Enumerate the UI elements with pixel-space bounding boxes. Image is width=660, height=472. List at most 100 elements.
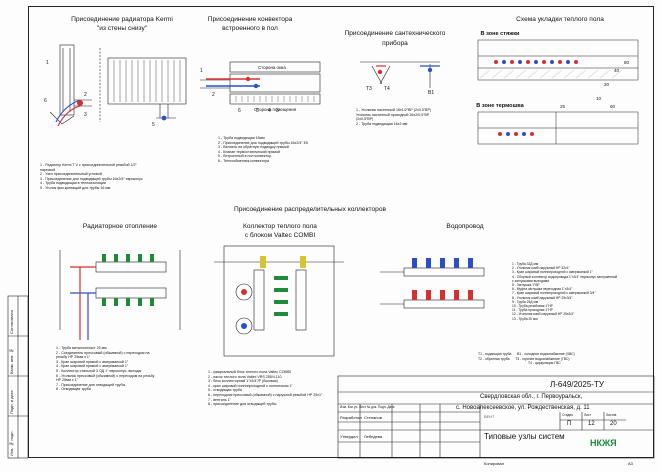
svg-text:6: 6 bbox=[44, 98, 47, 104]
water-key: Т1 - подающая труба bbox=[478, 352, 512, 356]
title-plumbing: Присоединение сантехнического bbox=[344, 30, 446, 37]
radiator-collector-drawing bbox=[59, 250, 181, 330]
dim-60: 60 bbox=[610, 104, 616, 109]
stamp-brand-logo: НКЖЯ bbox=[590, 438, 617, 448]
legend-floor-item: 6 - переходник прессовый (обжимной) с на… bbox=[208, 392, 323, 397]
floor-scheme-drawing bbox=[477, 39, 639, 145]
stamp-col: Подп. bbox=[378, 405, 387, 409]
stamp-address-line2: с. Новоалексеевское, ул. Рождественская,… bbox=[456, 405, 590, 411]
legend-radiator-item: 1 - Труба металлопласт 25 мм bbox=[56, 346, 107, 350]
stamp-col: № док. bbox=[366, 405, 378, 409]
legend-water-item: 9 - Труба 25Д мм bbox=[512, 299, 538, 304]
floor-dim-values: 10 20 40 80 60 25 bbox=[560, 60, 630, 109]
svg-text:5: 5 bbox=[256, 108, 259, 114]
legend-radiator-item: 2 - Соединитель прессовый (обжимной) с п… bbox=[56, 350, 150, 355]
title-main-zone: В зоне стяжки bbox=[480, 31, 520, 37]
title-water-supply: Водопровод bbox=[446, 223, 484, 230]
stamp-sheets-head: Листов bbox=[606, 413, 617, 417]
dim-20: 20 bbox=[604, 82, 610, 87]
legend-radiator-item: 8 - Отводящая труба bbox=[56, 387, 91, 392]
legend-convector-item: 4 - Клапан термостатический прямой bbox=[218, 149, 280, 154]
stamp-col: Изм. bbox=[340, 405, 347, 409]
sidebar-sign-date: Подп. и дата bbox=[9, 390, 14, 414]
water-collector-valves bbox=[412, 258, 473, 300]
legend-convector-item: 3 - Вентиль на обратную подводку прямой bbox=[218, 145, 289, 150]
stamp-document-code: Л-649/2025-ТУ bbox=[550, 380, 604, 389]
svg-text:5: 5 bbox=[152, 122, 155, 128]
legend-convector: 1 - Труба подводящая 16мм 2 - Присоедине… bbox=[218, 136, 308, 164]
legend-water-item: 1 - Труба 32Д мм bbox=[512, 262, 538, 266]
svg-text:3: 3 bbox=[276, 108, 279, 114]
legend-water-item: 13 - Труба 20 мм bbox=[512, 316, 538, 321]
legend-plumbing-item: Угольник настенный проходной 16х2/0.5"ВР bbox=[356, 112, 430, 117]
legend-floor-item: 5 - отводящая труба bbox=[208, 388, 242, 393]
stamp-col: Дата bbox=[387, 405, 395, 409]
svg-text:2: 2 bbox=[212, 92, 215, 98]
legend-kermi-item: 2 - Узел присоединительный угловой bbox=[40, 172, 102, 177]
legend-floor-item: 8 - присоединение для отводящей трубы bbox=[208, 402, 277, 407]
legend-radiator-item: НР 25мм х 1" bbox=[56, 378, 78, 383]
stamp-sheet-head: Лист bbox=[584, 413, 591, 417]
legend-kermi-item: 3 - Присоединение для подводящей трубы 1… bbox=[40, 176, 143, 181]
legend-water-item: 12 - Угольник комб.наружный НР 25х3/4" bbox=[512, 312, 575, 317]
stamp-developer-role: Разработал bbox=[340, 415, 362, 420]
water-key-row: Т4 - циркуляция ГВС bbox=[478, 361, 575, 366]
legend-floor-item: 4 - кран шаровой полнопроходной с полнот… bbox=[208, 383, 293, 388]
legend-radiator-item: 3 - Кран шаровой прямой с американкой 1" bbox=[56, 359, 129, 364]
legend-water-item: с заглушками выходами bbox=[512, 278, 549, 283]
stamp-developer-name: Степанов bbox=[364, 415, 382, 420]
legend-radiator-item: 6 - Угольник прессовый (обжимной) с пере… bbox=[56, 373, 155, 378]
legend-kermi-item: 5 - Уголок фик.крепящий для трубы 16 мм bbox=[40, 185, 111, 190]
floor-collector-components bbox=[241, 256, 306, 329]
stamp-columns: Изм. Кол.уч. Лист № док. Подп. Дата bbox=[340, 405, 394, 409]
legend-floor-item: 7 - вентиль 1" bbox=[208, 397, 231, 402]
label-t3: Т3 bbox=[366, 86, 372, 92]
kermi-pipes bbox=[55, 99, 167, 127]
legend-water-item: 11 - Труба проходная 1"НР bbox=[512, 308, 553, 313]
legend-water-keys: Т1 - подающая труба В1 - холодное водосн… bbox=[478, 352, 575, 366]
legend-water-item: 3 - Кран шаровый полнопроходной с америк… bbox=[512, 270, 593, 275]
legend-plumbing-item: 1 - Угольник настенный 16х1/2"ВР (2х0.5"… bbox=[356, 108, 432, 112]
stamp-sheets-total: 20 bbox=[610, 421, 617, 427]
radiator-collector-valves bbox=[102, 254, 154, 306]
legend-radiator-item: 4 - Кран шаровой прямой с американкой 1" bbox=[56, 364, 129, 369]
kermi-radiator-drawing bbox=[49, 44, 187, 125]
legend-convector-item: 6 - Теплообменник конвектора bbox=[218, 158, 269, 163]
water-key: Т2 - обратная труба bbox=[478, 356, 510, 361]
water-collector-drawing bbox=[380, 267, 485, 309]
label-room-side: Сторона помещения bbox=[254, 107, 297, 112]
legend-water-item: 5 - Заглушка 1"ВР bbox=[512, 283, 540, 288]
sidebar-strips bbox=[7, 295, 29, 459]
legend-water-item: 6 - Муфта заглушка переходная 1"х3/4" bbox=[512, 287, 573, 292]
svg-text:3: 3 bbox=[84, 112, 87, 118]
legend-kermi-item: 1 - Радиатор Kermi T V с присоединительн… bbox=[40, 163, 137, 167]
subtitle-floor-collector: с блоком Valtec COMBI bbox=[244, 232, 316, 239]
legend-water-item: 10 - Труба резьбовая 1"НР bbox=[512, 304, 553, 309]
legend-floor-item: 2 - насос теплого пола Valtec VRS.255/4.… bbox=[208, 374, 282, 379]
label-v1: В1 bbox=[428, 90, 435, 96]
subtitle-radiator-kermi: "из стены снизу" bbox=[96, 25, 148, 32]
legend-floor-item: 1 - (квартальный блок теплого пола Valte… bbox=[208, 370, 291, 374]
title-thermo-zone: В зоне термошва bbox=[476, 103, 524, 109]
dim-10: 10 bbox=[596, 96, 602, 101]
legend-radiator: 1 - Труба металлопласт 25 мм 2 - Соедини… bbox=[56, 346, 154, 392]
legend-water-item: 8 - Угольник комб.наружный НР 25х3/4" bbox=[512, 295, 573, 300]
stamp-approver-name: Лебедева bbox=[364, 434, 383, 439]
floor-collector-drawing bbox=[214, 245, 344, 357]
title-floor-collector: Коллектор теплого пола bbox=[243, 223, 317, 230]
drawing-frame bbox=[28, 6, 654, 458]
stamp-copied: Копировал bbox=[484, 461, 505, 466]
legend-plumbing-item: (2х0.5"ВР) bbox=[356, 117, 374, 122]
legend-water: 1 - Труба 32Д мм 2 - Угольник комб.наруж… bbox=[512, 262, 617, 321]
title-block-grid bbox=[337, 375, 655, 459]
legend-plumbing-item: 2 - Труба подводящая 16х2 мм bbox=[356, 121, 408, 126]
legend-convector-item: 2 - Присоединение для подводящей трубы 1… bbox=[218, 140, 309, 145]
legend-kermi: 1 - Радиатор Kermi T V с присоединительн… bbox=[40, 163, 143, 191]
stamp-format: А3 bbox=[628, 461, 633, 466]
stamp-address-line1: Свердловская обл., г. Первоуральск, bbox=[480, 394, 583, 400]
subtitle-plumbing: прибора bbox=[382, 40, 408, 47]
title-radiator-kermi: Присоединение радиатора Kermi bbox=[71, 16, 173, 23]
sidebar-inv-number: Инв. № подл. bbox=[9, 430, 14, 456]
